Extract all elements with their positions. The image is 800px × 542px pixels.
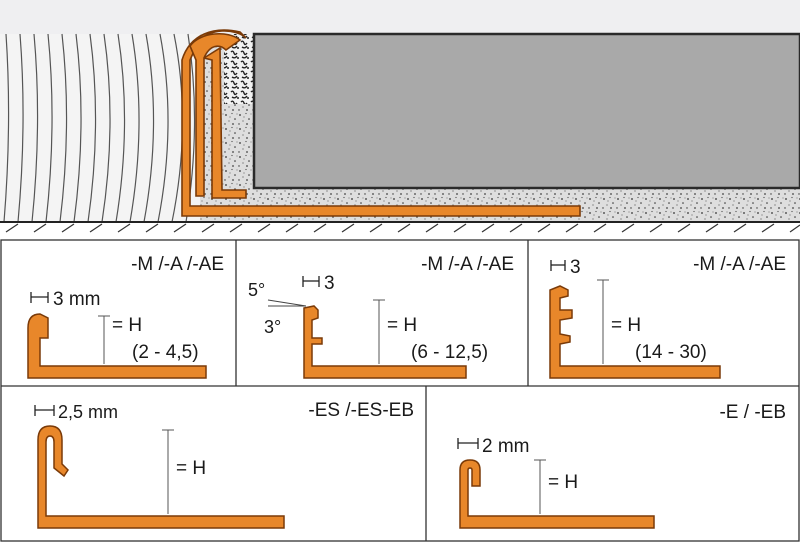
thickness-marker-icon [457, 438, 479, 449]
panel-grid [0, 239, 800, 542]
panel-3-height-marker [597, 279, 609, 364]
panel-4-series: -ES /-ES-EB [308, 400, 414, 421]
thickness-marker-icon [550, 260, 566, 271]
panel-3-range: (14 - 30) [635, 342, 707, 363]
panel-3-height: = H [611, 315, 641, 336]
installation-illustration [0, 0, 800, 233]
panel-5-series: -E / -EB [719, 402, 786, 423]
panel-4-height-marker [162, 429, 174, 514]
panel-4-profile [37, 425, 285, 529]
tile [252, 32, 800, 190]
panel-2-profile [303, 305, 467, 379]
panel-3-profile [549, 285, 721, 379]
panel-2-angle-top: 5° [248, 280, 265, 300]
panel-5-profile [459, 459, 655, 529]
substrate-hatch [5, 223, 800, 233]
panel-3: -M /-A /-AE 3 = H (14 - 30) [549, 254, 786, 379]
panel-1-profile [27, 313, 207, 379]
panel-2-range: (6 - 12,5) [411, 342, 488, 363]
angle-lines [267, 299, 307, 307]
thickness-marker-icon [302, 276, 320, 287]
thickness-marker-icon [30, 292, 49, 303]
edge-profile [181, 29, 581, 217]
panel-2-series: -M /-A /-AE [421, 254, 514, 275]
thickness-marker-icon [34, 405, 55, 416]
panel-2-thickness: 3 [324, 273, 335, 294]
panel-1-height: = H [112, 315, 142, 336]
panel-4-thickness: 2,5 mm [58, 402, 118, 422]
wavy-render-texture [0, 33, 200, 223]
panel-1-series: -M /-A /-AE [131, 254, 224, 275]
panel-2-height: = H [387, 315, 417, 336]
panel-5-height-marker [534, 459, 546, 514]
panel-1: -M /-A /-AE 3 mm = H (2 - 4,5) [27, 254, 224, 379]
panel-2: -M /-A /-AE 5° 3° 3 = H (6 - 12,5) [248, 254, 514, 379]
panel-2-angle-bottom: 3° [264, 317, 281, 337]
panel-1-height-marker [98, 315, 110, 364]
panel-1-range: (2 - 4,5) [132, 342, 199, 363]
edge-profile-return [189, 33, 242, 197]
panel-3-series: -M /-A /-AE [693, 254, 786, 275]
panel-3-thickness: 3 [570, 257, 581, 278]
panel-1-thickness: 3 mm [53, 289, 101, 310]
panel-5-thickness: 2 mm [482, 436, 530, 457]
panel-2-height-marker [373, 299, 385, 364]
panel-5: -E / -EB 2 mm = H [457, 402, 786, 529]
panel-4: -ES /-ES-EB 2,5 mm = H [34, 400, 414, 529]
panel-4-height: = H [176, 458, 206, 479]
panel-5-height: = H [548, 472, 578, 493]
sky-band [0, 0, 800, 34]
